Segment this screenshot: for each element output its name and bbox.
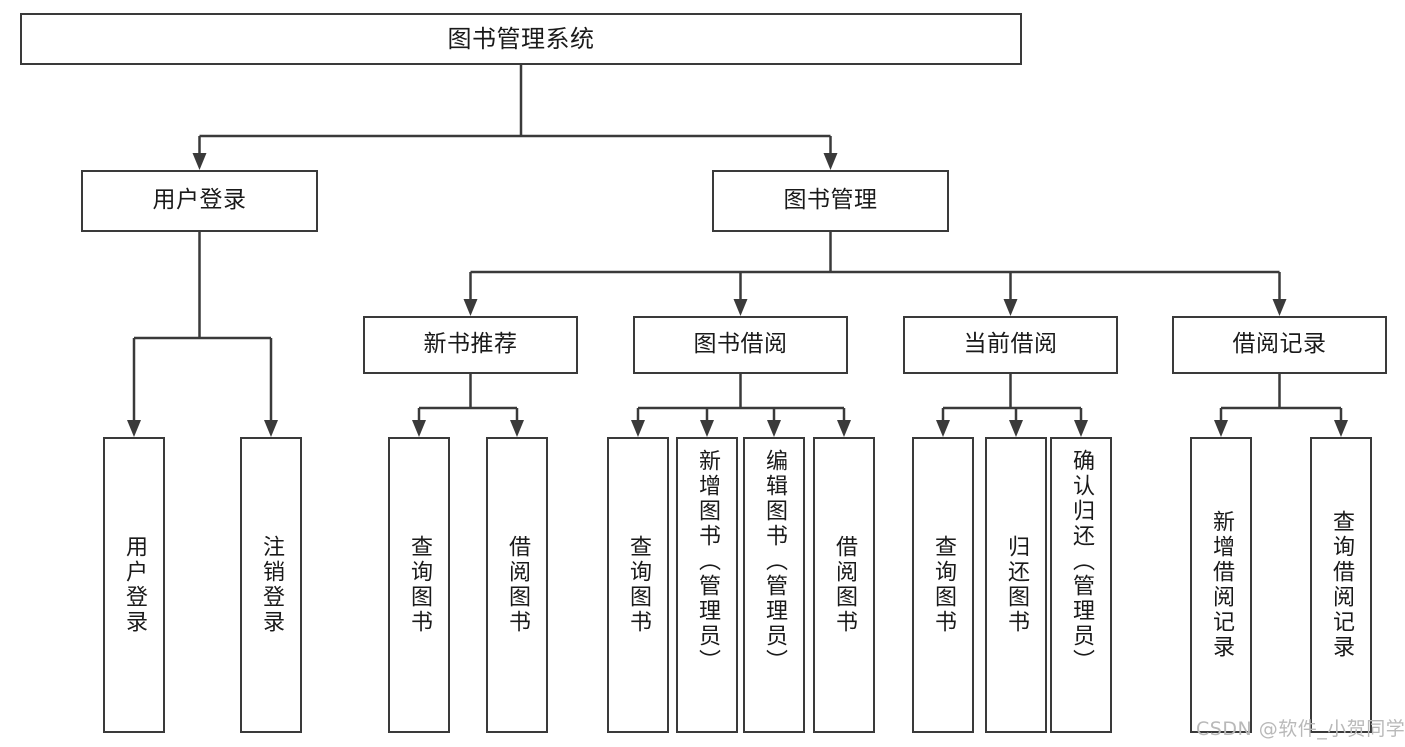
node-leaf-edit-book[interactable]: 编辑图书（管理员） (743, 437, 805, 733)
node-leaf-query-record[interactable]: 查询借阅记录 (1310, 437, 1372, 733)
node-leaf-add-record-label: 新增借阅记录 (1209, 510, 1234, 660)
node-leaf-return-book[interactable]: 归还图书 (985, 437, 1047, 733)
node-leaf-confirm-return-label: 确认归还（管理员） (1069, 449, 1094, 674)
node-leaf-add-record[interactable]: 新增借阅记录 (1190, 437, 1252, 733)
node-leaf-edit-book-label: 编辑图书（管理员） (762, 449, 787, 674)
csdn-watermark: CSDN @软件_小贺同学 (1196, 718, 1405, 740)
node-leaf-logout[interactable]: 注销登录 (240, 437, 302, 733)
node-leaf-borrow-book-2-label: 借阅图书 (832, 535, 857, 635)
node-leaf-add-book-label: 新增图书（管理员） (695, 449, 720, 674)
node-root-system[interactable]: 图书管理系统 (20, 13, 1022, 65)
node-borrow-record-label: 借阅记录 (1232, 331, 1327, 358)
node-leaf-query-book-3[interactable]: 查询图书 (912, 437, 974, 733)
node-book-manage[interactable]: 图书管理 (712, 170, 949, 232)
node-user-login-label: 用户登录 (152, 187, 247, 214)
node-leaf-borrow-book-2[interactable]: 借阅图书 (813, 437, 875, 733)
node-leaf-user-login[interactable]: 用户登录 (103, 437, 165, 733)
node-leaf-query-record-label: 查询借阅记录 (1329, 510, 1354, 660)
node-current-borrow[interactable]: 当前借阅 (903, 316, 1118, 374)
node-user-login[interactable]: 用户登录 (81, 170, 318, 232)
node-book-manage-label: 图书管理 (783, 187, 878, 214)
node-leaf-query-book-2-label: 查询图书 (626, 535, 651, 635)
node-leaf-add-book[interactable]: 新增图书（管理员） (676, 437, 738, 733)
node-leaf-confirm-return[interactable]: 确认归还（管理员） (1050, 437, 1112, 733)
node-leaf-return-book-label: 归还图书 (1004, 535, 1029, 635)
node-leaf-borrow-book-1-label: 借阅图书 (505, 535, 530, 635)
node-borrow-record[interactable]: 借阅记录 (1172, 316, 1387, 374)
node-leaf-logout-label: 注销登录 (259, 535, 284, 635)
node-book-borrow-label: 图书借阅 (693, 331, 788, 358)
node-book-borrow[interactable]: 图书借阅 (633, 316, 848, 374)
node-root-system-label: 图书管理系统 (447, 24, 595, 53)
node-leaf-query-book-2[interactable]: 查询图书 (607, 437, 669, 733)
node-new-book-recommend-label: 新书推荐 (423, 331, 518, 358)
node-leaf-user-login-label: 用户登录 (122, 535, 147, 635)
node-current-borrow-label: 当前借阅 (963, 331, 1058, 358)
node-leaf-query-book-1[interactable]: 查询图书 (388, 437, 450, 733)
node-leaf-query-book-3-label: 查询图书 (931, 535, 956, 635)
node-leaf-query-book-1-label: 查询图书 (407, 535, 432, 635)
node-new-book-recommend[interactable]: 新书推荐 (363, 316, 578, 374)
node-leaf-borrow-book-1[interactable]: 借阅图书 (486, 437, 548, 733)
